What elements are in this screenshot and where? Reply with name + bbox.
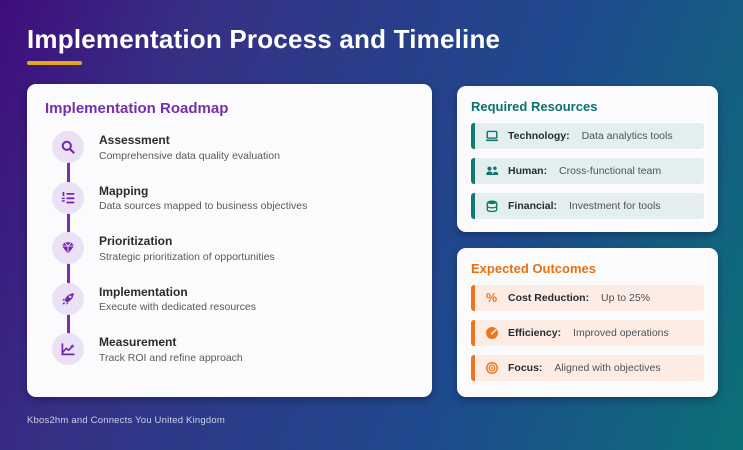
step-description: Comprehensive data quality evaluation bbox=[99, 149, 280, 162]
outcome-label: Efficiency bbox=[508, 327, 564, 339]
resource-label: Technology bbox=[508, 130, 573, 142]
gauge-icon bbox=[484, 326, 499, 340]
outcome-text: Up to 25% bbox=[601, 292, 651, 304]
resource-item: Financial Investment for tools bbox=[471, 193, 704, 219]
step-title: Mapping bbox=[99, 183, 149, 198]
outcomes-list: % Cost Reduction Up to 25% Efficiency Impr… bbox=[471, 285, 704, 381]
outcome-item: Focus Aligned with objectives bbox=[471, 355, 704, 381]
users-icon bbox=[484, 164, 499, 178]
expected-outcomes-heading: Expected Outcomes bbox=[471, 261, 596, 276]
roadmap-timeline: Assessment Comprehensive data quality ev… bbox=[45, 131, 414, 365]
roadmap-heading: Implementation Roadmap bbox=[45, 100, 229, 117]
resource-item: Technology Data analytics tools bbox=[471, 123, 704, 149]
resource-label: Financial bbox=[508, 200, 560, 212]
outcome-text: Improved operations bbox=[573, 327, 669, 339]
outcome-item: % Cost Reduction Up to 25% bbox=[471, 285, 704, 311]
footer-text: Kbos2hm and Connects You United Kingdom bbox=[27, 415, 225, 426]
percent-icon: % bbox=[485, 290, 498, 305]
page-title: Implementation Process and Timeline bbox=[27, 24, 501, 54]
required-resources-card: Required Resources Technology Data analyt… bbox=[457, 86, 718, 232]
step-description: Data sources mapped to business objectiv… bbox=[99, 200, 308, 212]
resource-text: Investment for tools bbox=[568, 200, 661, 212]
outcome-label: Cost Reduction bbox=[508, 292, 592, 304]
resource-text: Cross-functional team bbox=[559, 165, 662, 177]
step-description: Strategic prioritization of opportunitie… bbox=[99, 250, 275, 263]
step-title: Implementation bbox=[99, 284, 188, 299]
title-underline-accent bbox=[27, 61, 82, 65]
coins-icon bbox=[484, 199, 499, 213]
step-title: Assessment bbox=[99, 133, 170, 147]
expected-outcomes-card: Expected Outcomes % Cost Reduction Up to … bbox=[457, 248, 718, 397]
timeline-step: Mapping Data sources mapped to business … bbox=[52, 181, 414, 214]
numbered-list-icon bbox=[60, 190, 76, 206]
resource-item: Human Cross-functional team bbox=[471, 158, 704, 184]
rocket-icon bbox=[60, 291, 76, 307]
step-title: Measurement bbox=[99, 335, 177, 349]
required-resources-heading: Required Resources bbox=[471, 99, 598, 114]
laptop-icon bbox=[484, 129, 499, 143]
target-icon bbox=[484, 361, 499, 375]
timeline-step: Prioritization Strategic prioritization … bbox=[52, 232, 414, 264]
gem-icon bbox=[60, 240, 76, 256]
outcome-text: Aligned with objectives bbox=[554, 362, 661, 374]
step-description: Execute with dedicated resources bbox=[99, 301, 257, 313]
step-title: Prioritization bbox=[99, 234, 173, 248]
outcome-label: Focus bbox=[508, 362, 545, 374]
resources-list: Technology Data analytics tools Human Cros… bbox=[471, 123, 704, 219]
step-description: Track ROI and refine approach bbox=[99, 351, 243, 364]
chart-line-icon bbox=[60, 341, 76, 357]
timeline-step: Measurement Track ROI and refine approac… bbox=[52, 333, 414, 365]
outcome-item: Efficiency Improved operations bbox=[471, 320, 704, 346]
search-icon bbox=[60, 139, 76, 155]
resource-label: Human bbox=[508, 165, 550, 177]
timeline-step: Assessment Comprehensive data quality ev… bbox=[52, 131, 414, 163]
resource-text: Data analytics tools bbox=[581, 130, 673, 142]
roadmap-card: Implementation Roadmap Assessment Compre… bbox=[27, 84, 432, 397]
timeline-step: Implementation Execute with dedicated re… bbox=[52, 282, 414, 315]
